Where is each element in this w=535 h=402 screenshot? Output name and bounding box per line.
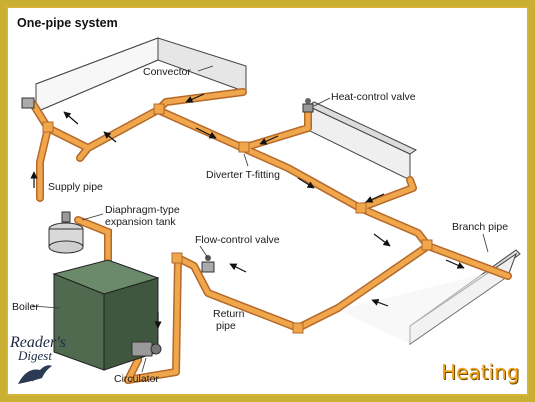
convector-right [306,101,418,181]
label-diaphragm-line1: Diaphragm-type [105,204,180,216]
label-return-line2: pipe [216,320,236,332]
label-heat-control-valve: Heat-control valve [331,91,416,103]
pegasus-icon [18,365,52,384]
convector-bottom [338,249,521,345]
label-diverter-t-fitting: Diverter T-fitting [206,169,280,181]
flow-arrows [30,93,465,329]
label-boiler: Boiler [12,301,39,313]
expansion-tank-icon [48,211,84,254]
diagram-title: One-pipe system [17,16,118,30]
convector-top [35,37,247,113]
label-supply-pipe: Supply pipe [48,181,103,193]
circulator-icon [131,341,162,357]
heat-control-valve-icon [302,98,314,113]
label-flow-control-valve: Flow-control valve [195,234,280,246]
heating-diagram [21,37,521,384]
leader-lines [31,65,489,373]
fittings [42,103,433,334]
section-title-heating: Heating [441,360,520,384]
label-circulator: Circulator [114,373,159,385]
readers-digest-logo: Reader's Digest [10,334,66,388]
diagram-panel: One-pipe system Convector Heat-control v… [8,8,527,394]
label-convector: Convector [143,66,191,78]
top-left-valve-icon [21,97,35,109]
label-return-line1: Return [213,308,245,320]
logo-line2: Digest [18,348,52,363]
label-branch-pipe: Branch pipe [452,221,509,233]
label-diaphragm-line2: expansion tank [105,216,176,228]
logo-line1: Reader's [10,334,66,351]
